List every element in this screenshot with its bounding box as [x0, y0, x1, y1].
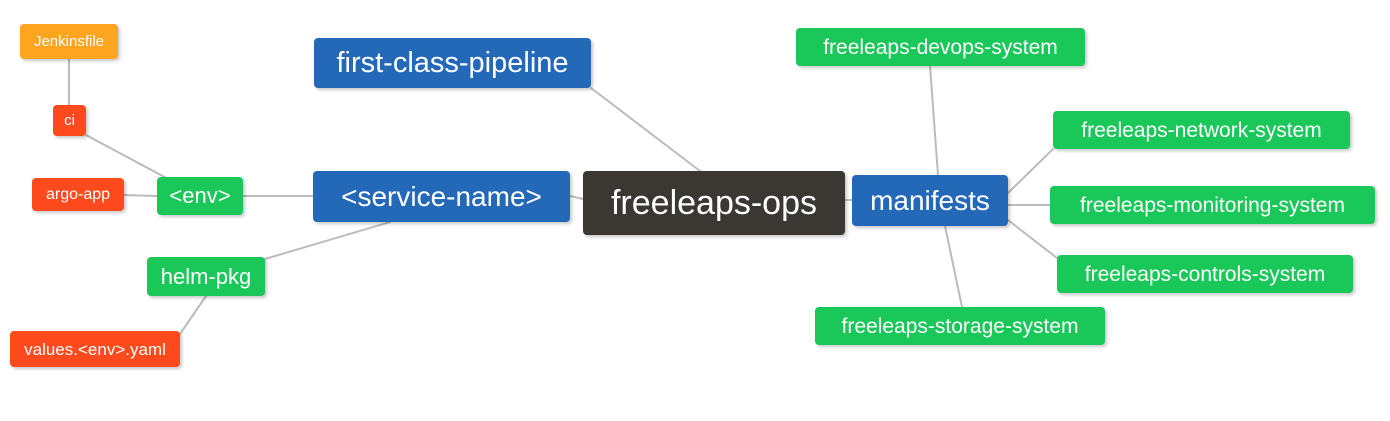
- edge-manifests-to-controls-system: [1007, 219, 1058, 259]
- node-argo-app[interactable]: argo-app: [32, 178, 124, 211]
- node-network-system[interactable]: freeleaps-network-system: [1053, 111, 1350, 149]
- edge-manifests-to-network-system: [1007, 148, 1054, 194]
- edge-values-yaml-to-helm-pkg: [179, 295, 207, 335]
- node-manifests[interactable]: manifests: [852, 175, 1008, 226]
- node-first-class-pipeline[interactable]: first-class-pipeline: [314, 38, 591, 88]
- node-values-yaml[interactable]: values.<env>.yaml: [10, 331, 180, 367]
- edge-manifests-to-storage-system: [944, 225, 963, 308]
- edge-helm-pkg-to-service-name: [264, 221, 391, 260]
- node-storage-system[interactable]: freeleaps-storage-system: [815, 307, 1105, 345]
- edge-argo-app-to-env: [123, 194, 158, 197]
- node-freeleaps-ops[interactable]: freeleaps-ops: [583, 171, 845, 235]
- node-jenkinsfile[interactable]: Jenkinsfile: [20, 24, 118, 59]
- node-devops-system[interactable]: freeleaps-devops-system: [796, 28, 1085, 66]
- edge-manifests-to-devops-system: [929, 65, 939, 176]
- edge-service-name-to-freeleaps-ops: [569, 195, 584, 200]
- node-monitoring-system[interactable]: freeleaps-monitoring-system: [1050, 186, 1375, 224]
- node-helm-pkg[interactable]: helm-pkg: [147, 257, 265, 296]
- node-ci[interactable]: ci: [53, 105, 86, 136]
- edge-first-class-pipeline-to-freeleaps-ops: [590, 87, 701, 172]
- node-controls-system[interactable]: freeleaps-controls-system: [1057, 255, 1353, 293]
- node-service-name[interactable]: <service-name>: [313, 171, 570, 222]
- node-env[interactable]: <env>: [157, 177, 243, 215]
